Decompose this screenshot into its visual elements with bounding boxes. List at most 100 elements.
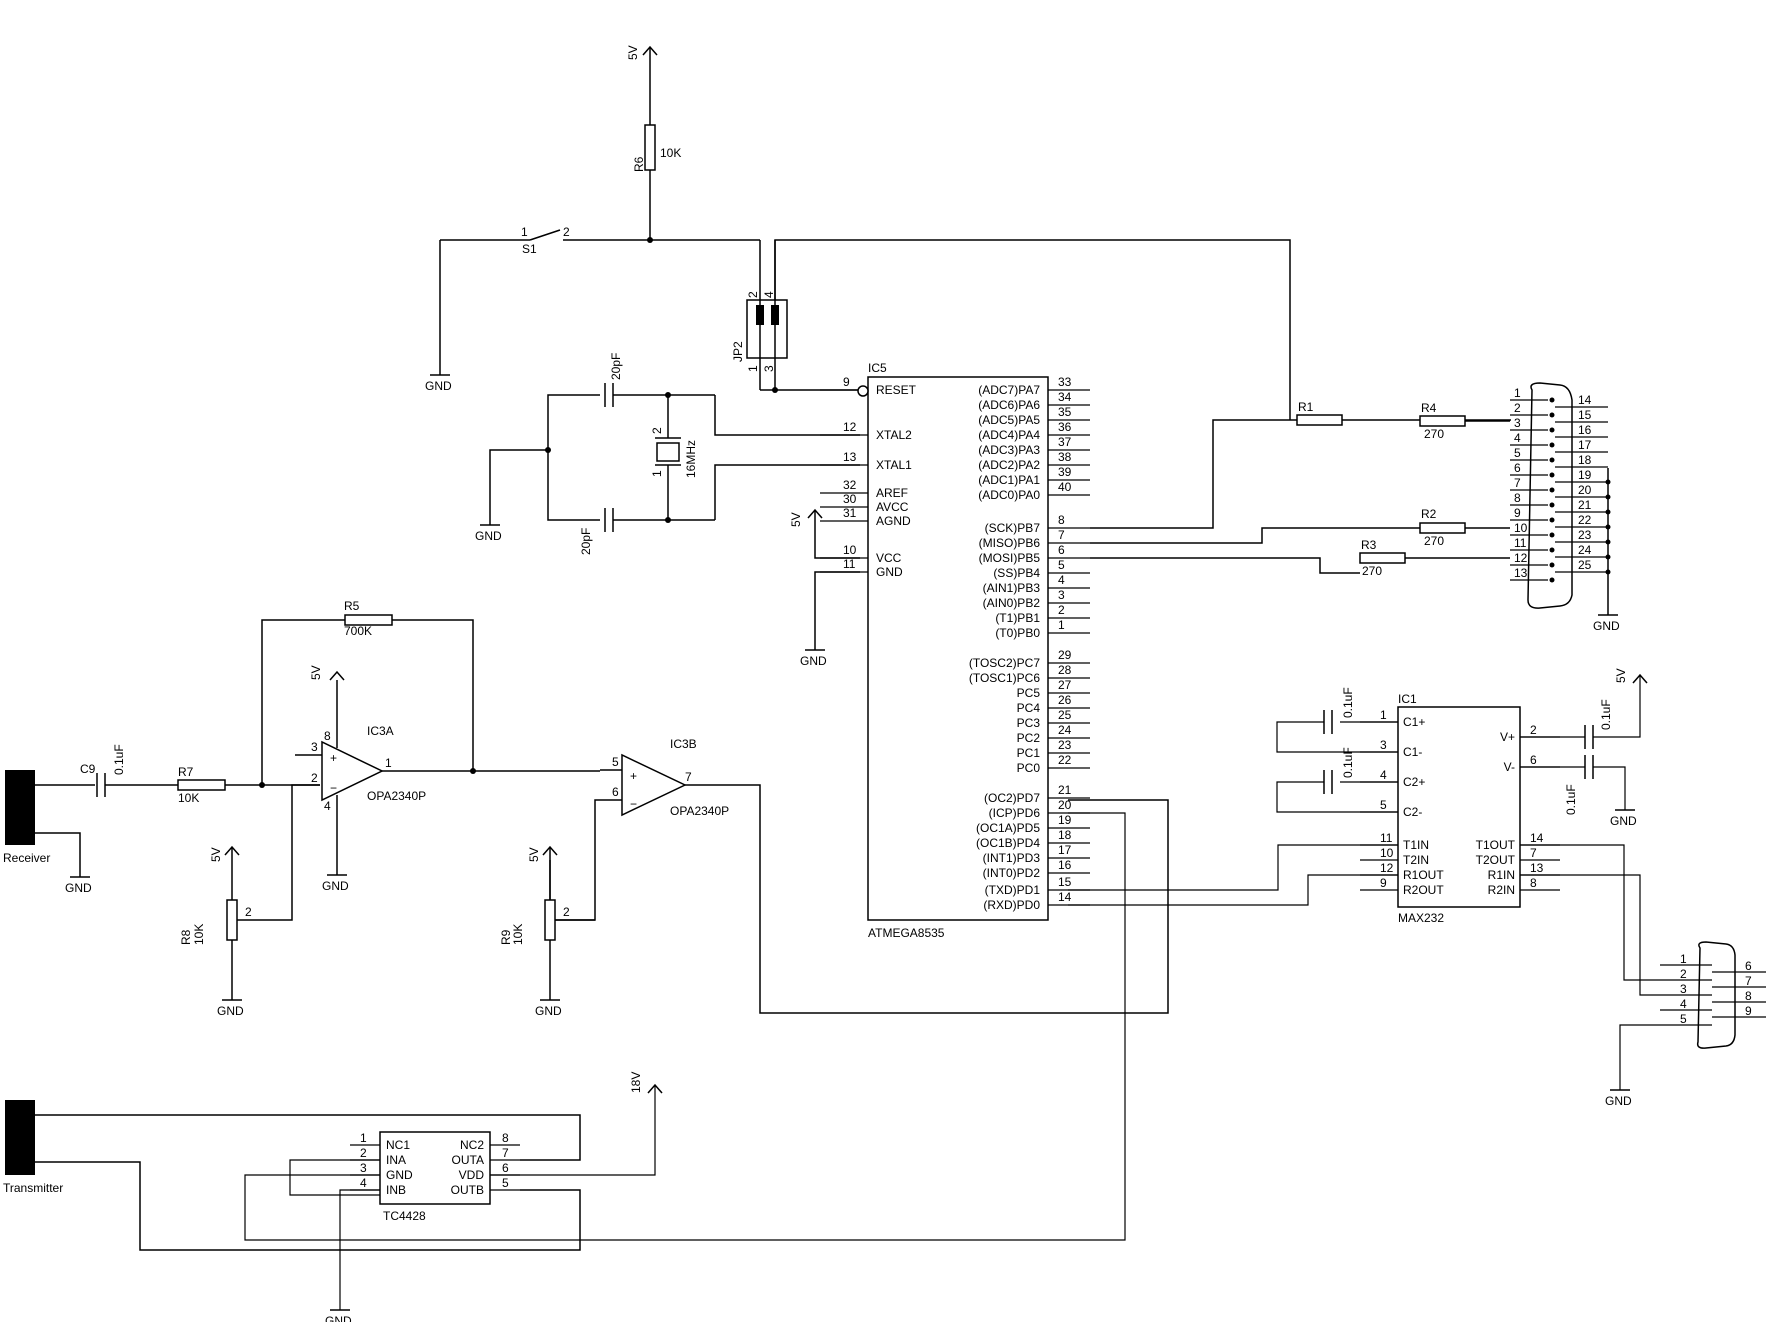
max232-pin-name: C2+ [1403, 775, 1425, 789]
db25-pin-dot [1549, 487, 1555, 493]
resistor-r4: R4 270 [1419, 401, 1510, 441]
tc4428-pin-name: GND [386, 1168, 413, 1182]
tc4428-pin-name: OUTB [451, 1183, 484, 1197]
ic5-pin-name: (ADC7)PA7 [978, 383, 1040, 397]
max232-pin-number: 12 [1380, 861, 1394, 875]
ic5-pin-name: (TOSC1)PC6 [969, 671, 1040, 685]
max232-pin-number: 14 [1530, 831, 1544, 845]
r3-value: 270 [1362, 564, 1382, 578]
db25-connector: 1234567891011121314151617181920212223242… [1510, 382, 1620, 633]
capacitor-c9: C9 0.1uF [80, 744, 178, 797]
ic5-atmega8535: IC5 ATMEGA8535 9RESET12XTAL213XTAL132ARE… [820, 361, 1090, 940]
max232-pin-number: 11 [1380, 831, 1393, 845]
gnd-label: GND [217, 1004, 244, 1018]
ic5-part: ATMEGA8535 [868, 926, 945, 940]
gnd-label: GND [800, 654, 827, 668]
resistor-r6: R6 10K [632, 124, 681, 240]
db25-pin-number: 8 [1514, 491, 1521, 505]
jp2-label: JP2 [731, 341, 745, 362]
resistor-r2: R2 270 [1090, 507, 1510, 548]
r9-value: 10K [511, 924, 525, 945]
db25-pin-number: 9 [1514, 506, 1521, 520]
ic5-pin-number: 15 [1058, 875, 1072, 889]
max232-pin-number: 2 [1530, 723, 1537, 737]
tc4428-pin-number: 6 [502, 1161, 509, 1175]
db25-pin-number: 21 [1578, 498, 1592, 512]
transmitter-label: Transmitter [3, 1181, 63, 1195]
tc4428-pin-number: 4 [360, 1176, 367, 1190]
db25-pin-number: 14 [1578, 393, 1592, 407]
db25-pin-number: 11 [1514, 536, 1527, 550]
ic5-pin-number: 6 [1058, 543, 1065, 557]
max232-pin-name: C1- [1403, 745, 1422, 759]
ic5-pin-number: 31 [843, 506, 857, 520]
db25-pin-number: 1 [1514, 386, 1521, 400]
max232-pin-name: T1OUT [1476, 838, 1516, 852]
db25-pin-number: 13 [1514, 566, 1528, 580]
db25-pin-number: 5 [1514, 446, 1521, 460]
ic5-pin-number: 25 [1058, 708, 1072, 722]
ic5-pin-name: (T0)PB0 [995, 626, 1040, 640]
r5-value: 700K [344, 624, 372, 638]
potentiometer-r9: 5V GND R9 10K 2 [499, 845, 595, 1018]
ic3b-label: IC3B [670, 737, 697, 751]
tc4428-pin-name: OUTA [452, 1153, 484, 1167]
ic5-power: 5V GND [789, 508, 860, 668]
tc4428-pin-name: VDD [459, 1168, 485, 1182]
max232-pin-name: C1+ [1403, 715, 1425, 729]
jp2-pin2: 2 [746, 291, 760, 298]
potentiometer-r8: 5V GND R8 10K 2 [179, 784, 320, 1018]
ic5-pin-number: 12 [843, 420, 857, 434]
gnd-label: GND [325, 1314, 352, 1322]
db25-pin-number: 17 [1578, 438, 1592, 452]
db9-pin-number: 4 [1680, 997, 1687, 1011]
max232-pin-name: C2- [1403, 805, 1422, 819]
resistor-r1: R1 [1090, 400, 1511, 529]
ic5-pin-number: 8 [1058, 513, 1065, 527]
opamp-ic3b: + − 5 6 7 IC3B OPA2340P [549, 737, 1169, 1014]
ic3a-pin8: 8 [324, 729, 331, 743]
ic5-pin-number: 19 [1058, 813, 1072, 827]
max232-pin-number: 8 [1530, 876, 1537, 890]
ic5-pin-number: 14 [1058, 890, 1072, 904]
r8-pin2: 2 [245, 905, 252, 919]
ic5-pin-name: (INT1)PD3 [983, 851, 1041, 865]
ic5-pin-number: 9 [843, 375, 850, 389]
ic5-pin-name: PC4 [1017, 701, 1041, 715]
db25-pin-number: 22 [1578, 513, 1592, 527]
db25-pin-number: 2 [1514, 401, 1521, 415]
cap-vplus-value: 0.1uF [1599, 699, 1613, 730]
db9-pin-number: 9 [1745, 1004, 1752, 1018]
r2-value: 270 [1424, 534, 1444, 548]
ic5-pin-name: (OC1B)PD4 [976, 836, 1040, 850]
ic5-pin-number: 16 [1058, 858, 1072, 872]
max232-pin-number: 4 [1380, 768, 1387, 782]
db9-pin-number: 1 [1680, 952, 1687, 966]
crystal-pin1: 1 [650, 470, 664, 477]
r4-label: R4 [1421, 401, 1437, 415]
ic5-pin-name: RESET [876, 383, 917, 397]
ic5-pin-number: 7 [1058, 528, 1065, 542]
max232-pin-name: R2OUT [1403, 883, 1444, 897]
5v-label: 5V [309, 665, 323, 680]
ic5-pin-name: (ADC0)PA0 [978, 488, 1040, 502]
ic5-pin-number: 37 [1058, 435, 1072, 449]
tc4428-pin-number: 1 [360, 1131, 367, 1145]
db25-pin-dot [1549, 532, 1555, 538]
db25-pin-dot [1549, 427, 1555, 433]
ic5-pin-number: 21 [1058, 783, 1072, 797]
ic5-pin-number: 32 [843, 478, 857, 492]
gnd-label: GND [322, 879, 349, 893]
tc4428-pin-number: 3 [360, 1161, 367, 1175]
5v-label: 5V [626, 45, 640, 60]
max232-pin-name: T1IN [1403, 838, 1429, 852]
opamp-ic3a: + − 3 2 1 8 4 IC3A OPA2340P 5V GND [295, 665, 600, 893]
db25-pin-number: 6 [1514, 461, 1521, 475]
power-5v-reset: 5V [626, 45, 658, 125]
ic5-pin-name: (AIN1)PB3 [983, 581, 1041, 595]
s1-pin1: 1 [521, 225, 528, 239]
gnd-label: GND [535, 1004, 562, 1018]
db25-pin-number: 23 [1578, 528, 1592, 542]
